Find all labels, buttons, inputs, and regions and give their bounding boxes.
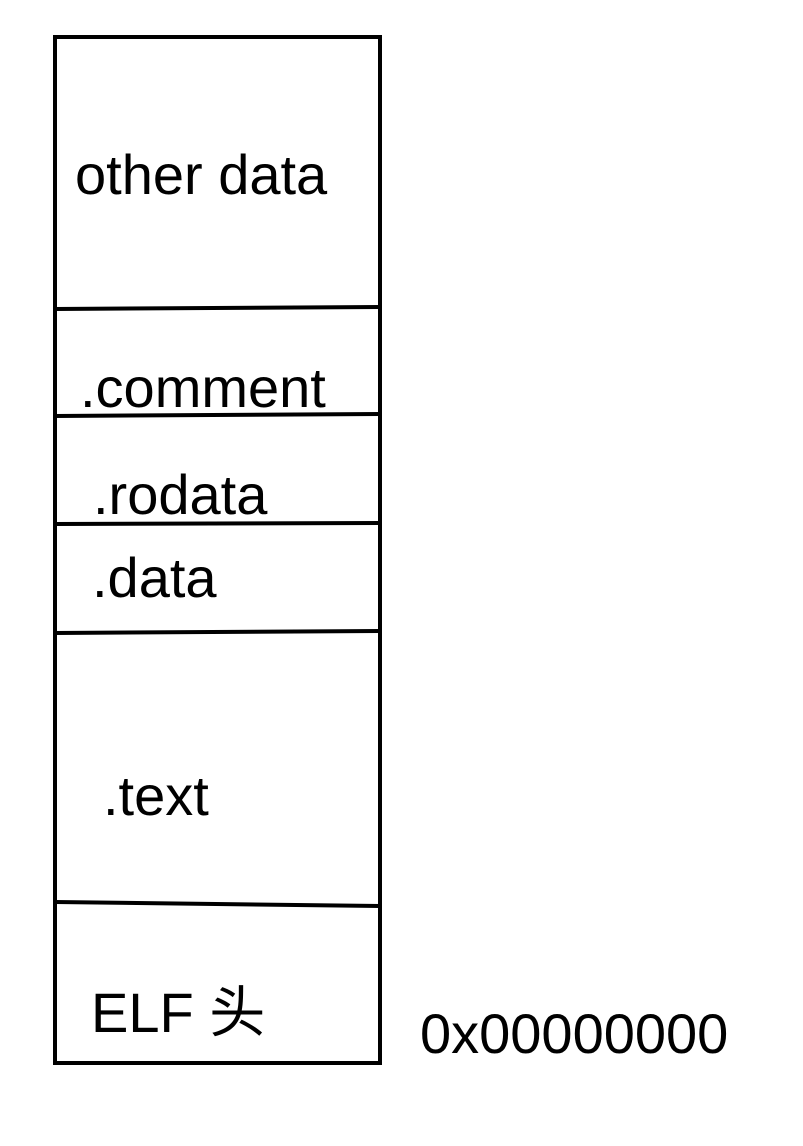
section-label-text: .text: [103, 764, 209, 827]
section-label-data: .data: [92, 546, 217, 609]
section-label-rodata: .rodata: [93, 463, 268, 526]
elf-file-outline: [53, 35, 382, 1065]
section-label-elf-header: ELF 头: [91, 981, 266, 1044]
divider-text-elf: [54, 900, 381, 908]
base-address-label: 0x00000000: [420, 1002, 729, 1065]
divider-rodata-data: [54, 521, 381, 526]
divider-other-comment: [54, 305, 381, 311]
divider-data-text: [54, 629, 381, 635]
section-label-comment: .comment: [80, 356, 326, 419]
section-label-other-data: other data: [75, 143, 328, 206]
divider-comment-rodata: [54, 412, 381, 418]
